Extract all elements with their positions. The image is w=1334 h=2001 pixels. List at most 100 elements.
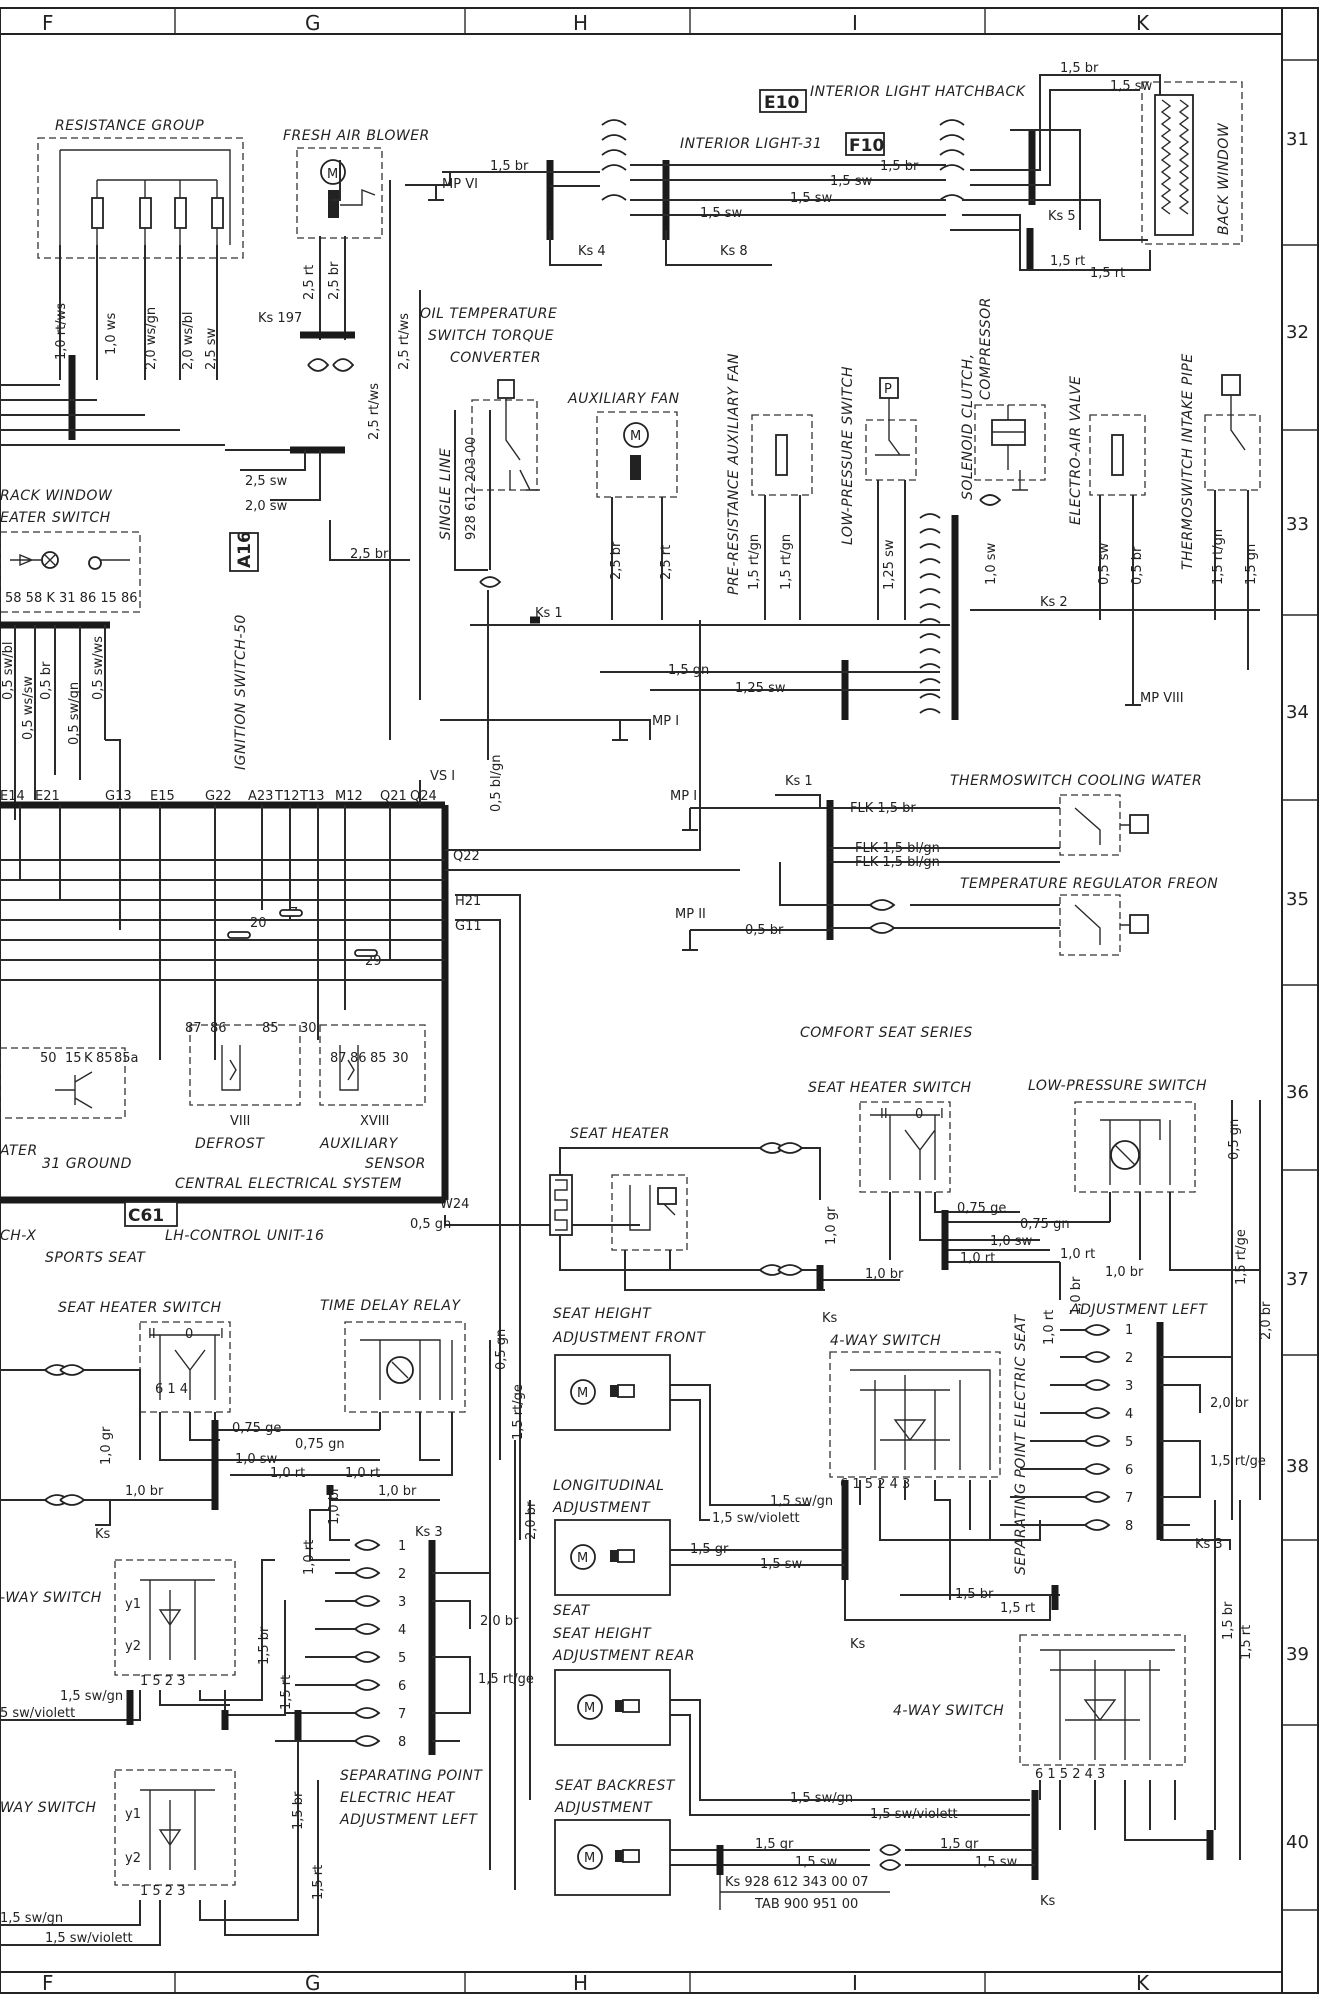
- wire-0-5gn-w24: 0,5 gn: [410, 1217, 451, 1232]
- pin-15: 15: [65, 1051, 82, 1066]
- pin-q24: Q24: [410, 789, 437, 804]
- wire-5swvio-l: 5 sw/violett: [0, 1706, 75, 1721]
- adj-left-pin-1: 1: [1125, 1323, 1133, 1338]
- wire-1-5rtgn-thermo: 1,5 rt/gn: [1211, 529, 1226, 585]
- central-electrical-label: CENTRAL ELECTRICAL SYSTEM: [175, 1176, 402, 1192]
- pin-e14: E14: [0, 789, 25, 804]
- col-label-i-bottom: I: [852, 1971, 858, 1995]
- pin-h21: H21: [455, 894, 481, 909]
- adj-left-pin-8: 8: [1125, 1519, 1133, 1534]
- wire-0-5br-valve: 0,5 br: [1130, 546, 1145, 585]
- bw-heater-switch-label-2: EATER SWITCH: [0, 510, 111, 526]
- y2-label-lower: y2: [125, 1851, 141, 1866]
- row-label-35: 35: [1286, 889, 1309, 910]
- wire-1-5swgn-r: 1,5 sw/gn: [770, 1494, 833, 1509]
- temperature-regulator-label: TEMPERATURE REGULATOR FREON: [960, 876, 1218, 892]
- pin-t13: T13: [299, 789, 324, 804]
- wire-2-0br-l: 2,0 br: [524, 1501, 539, 1540]
- ground-mp2: MP II: [675, 907, 706, 922]
- row-label-40: 40: [1286, 1832, 1309, 1853]
- relay2-pin-85: 85: [370, 1051, 387, 1066]
- wire-1-5swgn-l: 1,5 sw/gn: [60, 1689, 123, 1704]
- wire-2-5br-fan: 2,5 br: [609, 541, 624, 580]
- wire-2-0wsgn: 2,0 ws/gn: [144, 307, 159, 370]
- wire-1-5rtgn-b: 1,5 rt/gn: [779, 534, 794, 590]
- relay1-pin-85: 85: [262, 1021, 279, 1036]
- wire-2-5rtws-a: 2,5 rt/ws: [367, 383, 382, 440]
- thermoswitch-intake-label: THERMOSWITCH INTAKE PIPE: [1180, 353, 1196, 570]
- aux-sensor-label-1: AUXILIARY: [319, 1136, 399, 1152]
- adj-left-pin-2: 2: [1125, 1351, 1133, 1366]
- resistance-group-label: RESISTANCE GROUP: [55, 118, 204, 134]
- wire-1-5sw-c: 1,5 sw: [790, 191, 833, 206]
- wire-1-25sw-a: 1,25 sw: [882, 539, 897, 590]
- wire-1-5swgn-l2: 1,5 sw/gn: [0, 1911, 63, 1926]
- col-label-k-bottom: K: [1136, 1971, 1150, 1995]
- wire-flk-1-5br: FLK 1,5 br: [850, 801, 916, 816]
- bw-heater-switch-label-1: RACK WINDOW: [0, 488, 113, 504]
- oil-temp-label-1: OIL TEMPERATURE: [420, 306, 557, 322]
- seat-height-rear-label-1: SEAT: [553, 1603, 591, 1619]
- seat-heater-right-connectors: [759, 1142, 804, 1276]
- seat-heater-switch-right-label: SEAT HEATER SWITCH: [808, 1080, 972, 1096]
- seat-height-front: SEAT HEIGHT ADJUSTMENT FRONT M: [552, 1306, 810, 1521]
- wire-2-0br-r2: 2,0 br: [1210, 1396, 1249, 1411]
- wire-0-5gn-r: 0,5 gn: [1227, 1119, 1242, 1160]
- shs-right-mode-ii: II: [880, 1107, 888, 1122]
- wire-2-5sw-res: 2,5 sw: [204, 327, 219, 370]
- seat-height-rear: SEAT SEAT HEIGHT ADJUSTMENT REAR M 1,5 s…: [552, 1603, 1030, 1822]
- relay2-pin-30: 30: [392, 1051, 409, 1066]
- flk-area: MP I Ks 1 FLK 1,5 br FLK 1,5 bl/gn FLK 1…: [670, 773, 1218, 956]
- wire-1-5br-r: 1,5 br: [955, 1587, 994, 1602]
- wire-1-0br-r2: 1,0 br: [1105, 1265, 1144, 1280]
- sep-left-pin-2: 2: [398, 1567, 406, 1582]
- wire-1-5sw-b: 1,5 sw: [830, 174, 873, 189]
- wire-2-5rt: 2,5 rt: [302, 265, 317, 300]
- wire-0-5swbl: 0,5 sw/bl: [1, 642, 16, 700]
- pin-m12: M12: [335, 789, 363, 804]
- thermoswitch-intake: THERMOSWITCH INTAKE PIPE 1,5 rt/gn 1,5 g…: [1180, 353, 1261, 670]
- four-way-bottom-label: 4-WAY SWITCH: [893, 1703, 1004, 1719]
- motor-rear-icon: M: [584, 1701, 595, 1716]
- wire-1-5gr-r: 1,5 gr: [690, 1542, 729, 1557]
- adj-left-pin-5: 5: [1125, 1435, 1133, 1450]
- longitudinal-label-1: LONGITUDINAL: [553, 1478, 664, 1494]
- wire-0-5blgn: 0,5 bl/gn: [489, 754, 504, 812]
- auxiliary-fan: AUXILIARY FAN M 2,5 br 2,5 rt: [567, 391, 679, 620]
- heater-fragment-label: ATER: [0, 1143, 38, 1159]
- relay-viii: VIII: [230, 1114, 250, 1129]
- wire-1-5br-l2: 1,5 br: [291, 1791, 306, 1830]
- motor-longitudinal-icon: M: [577, 1551, 588, 1566]
- seat-height-front-label-2: ADJUSTMENT FRONT: [552, 1330, 706, 1346]
- seat-heater-right: SEAT HEATER: [549, 1126, 688, 1251]
- wire-1-5sw-d: 1,5 sw: [700, 206, 743, 221]
- wire-1-0br-r: 1,0 br: [865, 1267, 904, 1282]
- wire-0-75gn-r: 0,75 gn: [1020, 1217, 1070, 1232]
- row-label-37: 37: [1286, 1269, 1309, 1290]
- sep-heat-label-3: ADJUSTMENT LEFT: [339, 1812, 478, 1828]
- pin-g22: G22: [205, 789, 232, 804]
- wire-1-5sw-br: 1,5 sw: [795, 1855, 838, 1870]
- relay1-pin-86: 86: [210, 1021, 227, 1036]
- central-electrical-system: E14 E21 G13 E15 G22 A23 T12 T13 M12 Q21 …: [0, 620, 740, 1540]
- fwl2-pins: 1 5 2 3: [140, 1884, 185, 1899]
- col-label-k-top: K: [1136, 11, 1150, 35]
- oil-temp-label-3: CONVERTER: [450, 350, 541, 366]
- wire-0-5swws: 0,5 sw/ws: [91, 636, 106, 700]
- pin-g13: G13: [105, 789, 132, 804]
- connector-ks1-right: Ks 1: [785, 774, 813, 789]
- four-way-middle-label: 4-WAY SWITCH: [830, 1333, 941, 1349]
- wire-1-5br-a: 1,5 br: [490, 159, 529, 174]
- solenoid-label-1: SOLENOID CLUTCH,: [960, 353, 976, 500]
- wire-2-0br-r: 2,0 br: [1259, 1301, 1274, 1340]
- col-label-h-top: H: [573, 11, 588, 35]
- wire-1-0rt-r: 1,0 rt: [1060, 1247, 1095, 1262]
- sep-left-pin-4: 4: [398, 1623, 406, 1638]
- pin-85: 85: [96, 1051, 113, 1066]
- wire-1-5sw-a: 1,5 sw: [1110, 79, 1153, 94]
- fresh-air-blower-label: FRESH AIR BLOWER: [283, 128, 430, 144]
- wire-2-5sw: 2,5 sw: [245, 474, 288, 489]
- seat-backrest-label-1: SEAT BACKREST: [555, 1778, 676, 1794]
- wire-1-5swvio-r: 1,5 sw/violett: [712, 1511, 800, 1526]
- box-a16: A16: [235, 531, 255, 568]
